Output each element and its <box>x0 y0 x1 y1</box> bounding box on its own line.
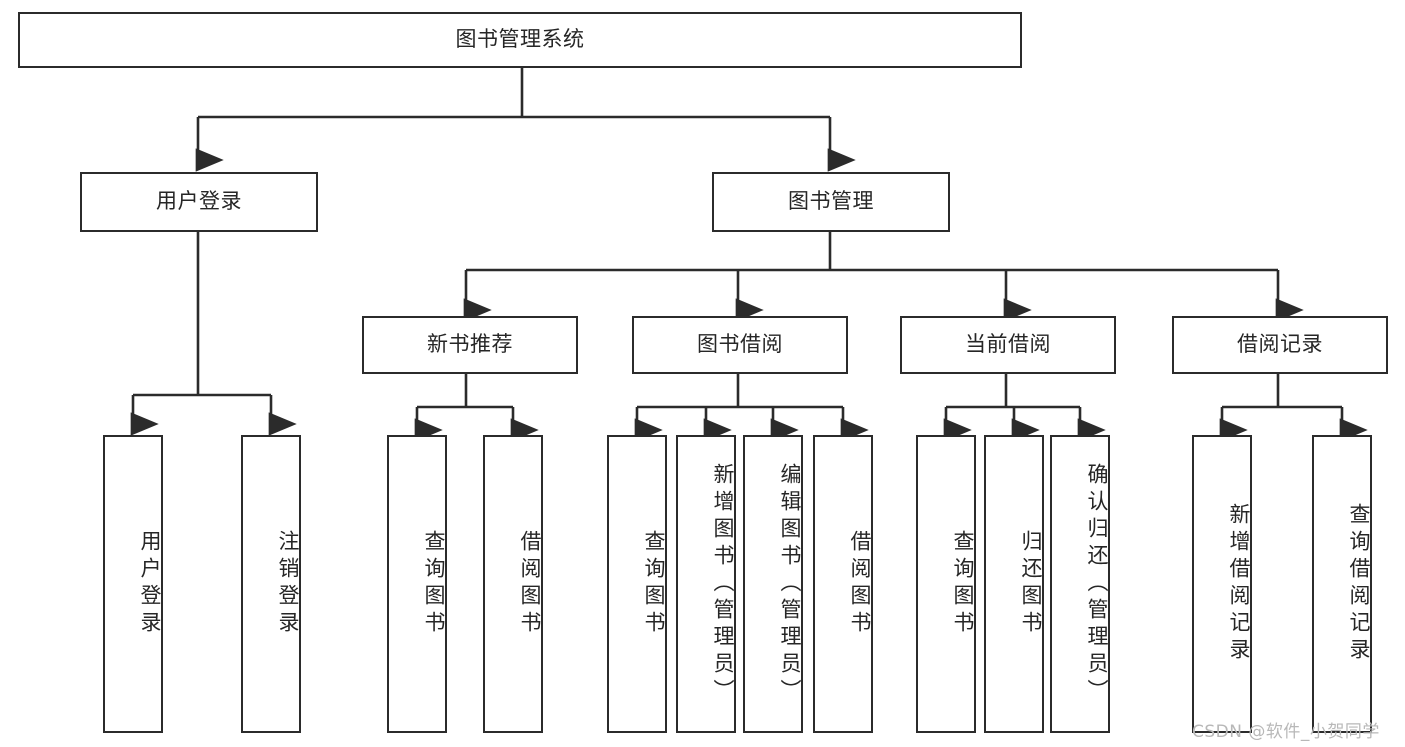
node-root-system[interactable]: 图书管理系统 <box>18 12 1022 68</box>
node-user-login[interactable]: 用户登录 <box>80 172 318 232</box>
node-label: 借阅记录 <box>1237 332 1323 357</box>
leaf-borrow-borrow-book[interactable]: 借阅图书 <box>813 435 873 733</box>
node-new-book-recommend[interactable]: 新书推荐 <box>362 316 578 374</box>
node-label: 编辑图书（管理员） <box>778 462 802 706</box>
leaf-borrow-edit-book[interactable]: 编辑图书（管理员） <box>743 435 803 733</box>
node-label: 当前借阅 <box>965 332 1051 357</box>
node-label: 查询图书 <box>642 530 666 638</box>
node-label: 借阅图书 <box>518 530 542 638</box>
leaf-borrow-query-book[interactable]: 查询图书 <box>607 435 667 733</box>
node-label: 用户登录 <box>138 530 162 638</box>
node-label: 查询借阅记录 <box>1347 503 1371 665</box>
leaf-current-return-book[interactable]: 归还图书 <box>984 435 1044 733</box>
node-label: 图书借阅 <box>697 332 783 357</box>
leaf-user-login-signin[interactable]: 用户登录 <box>103 435 163 733</box>
leaf-recommend-query-book[interactable]: 查询图书 <box>387 435 447 733</box>
node-book-management[interactable]: 图书管理 <box>712 172 950 232</box>
leaf-current-query-book[interactable]: 查询图书 <box>916 435 976 733</box>
node-label: 归还图书 <box>1019 530 1043 638</box>
leaf-records-add-record[interactable]: 新增借阅记录 <box>1192 435 1252 733</box>
leaf-records-query-record[interactable]: 查询借阅记录 <box>1312 435 1372 733</box>
node-label: 图书管理系统 <box>455 27 585 52</box>
node-label: 新增借阅记录 <box>1227 503 1251 665</box>
leaf-user-login-signout[interactable]: 注销登录 <box>241 435 301 733</box>
node-label: 新书推荐 <box>427 332 513 357</box>
node-label: 新增图书（管理员） <box>711 462 735 706</box>
node-label: 图书管理 <box>788 189 874 214</box>
leaf-borrow-add-book[interactable]: 新增图书（管理员） <box>676 435 736 733</box>
node-book-borrow[interactable]: 图书借阅 <box>632 316 848 374</box>
node-borrow-records[interactable]: 借阅记录 <box>1172 316 1388 374</box>
leaf-recommend-borrow-book[interactable]: 借阅图书 <box>483 435 543 733</box>
node-label: 用户登录 <box>156 189 242 214</box>
node-label: 借阅图书 <box>848 530 872 638</box>
node-label: 确认归还（管理员） <box>1085 462 1109 706</box>
node-current-borrow[interactable]: 当前借阅 <box>900 316 1116 374</box>
leaf-current-confirm-return[interactable]: 确认归还（管理员） <box>1050 435 1110 733</box>
node-label: 查询图书 <box>422 530 446 638</box>
node-label: 查询图书 <box>951 530 975 638</box>
csdn-watermark: CSDN @软件_小贺同学 <box>1192 722 1380 742</box>
node-label: 注销登录 <box>276 530 300 638</box>
